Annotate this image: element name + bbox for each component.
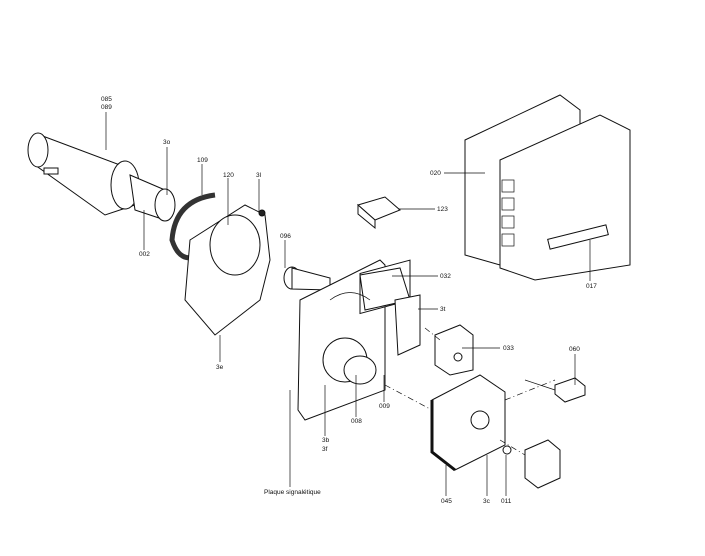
photocell bbox=[524, 377, 586, 403]
label-089: 089 bbox=[101, 104, 112, 111]
label-060: 060 bbox=[569, 346, 580, 353]
mounting-plate bbox=[297, 259, 421, 421]
label-109: 109 bbox=[197, 157, 208, 164]
blast-tube bbox=[27, 132, 140, 216]
air-housing bbox=[184, 204, 271, 336]
label-096: 096 bbox=[280, 233, 291, 240]
label-045: 045 bbox=[441, 498, 452, 505]
label-3o: 3o bbox=[163, 139, 171, 146]
fan-wheel bbox=[283, 266, 331, 291]
label-3e: 3e bbox=[216, 364, 224, 371]
label-3b: 3b bbox=[322, 437, 330, 444]
label-033: 033 bbox=[503, 345, 514, 352]
cover-front bbox=[499, 114, 631, 281]
label-plaque-signaletique: Plaque signalétique bbox=[264, 489, 321, 496]
label-008: 008 bbox=[351, 418, 362, 425]
label-3f: 3f bbox=[322, 446, 328, 453]
label-032: 032 bbox=[440, 273, 451, 280]
label-020: 020 bbox=[430, 170, 441, 177]
label-017: 017 bbox=[586, 283, 597, 290]
label-120: 120 bbox=[223, 172, 234, 179]
leader-lines bbox=[105, 112, 591, 496]
relay-box bbox=[356, 196, 401, 230]
label-3t: 3t bbox=[440, 306, 446, 313]
burner-head bbox=[129, 174, 176, 222]
control-cover bbox=[434, 324, 474, 376]
label-009: 009 bbox=[379, 403, 390, 410]
side-plate bbox=[430, 374, 506, 472]
label-002: 002 bbox=[139, 251, 150, 258]
solenoid-valve bbox=[502, 439, 561, 489]
label-011: 011 bbox=[501, 498, 512, 505]
label-123: 123 bbox=[437, 206, 448, 213]
label-085: 085 bbox=[101, 96, 112, 103]
label-3l: 3l bbox=[256, 172, 262, 179]
label-3c: 3c bbox=[483, 498, 491, 505]
